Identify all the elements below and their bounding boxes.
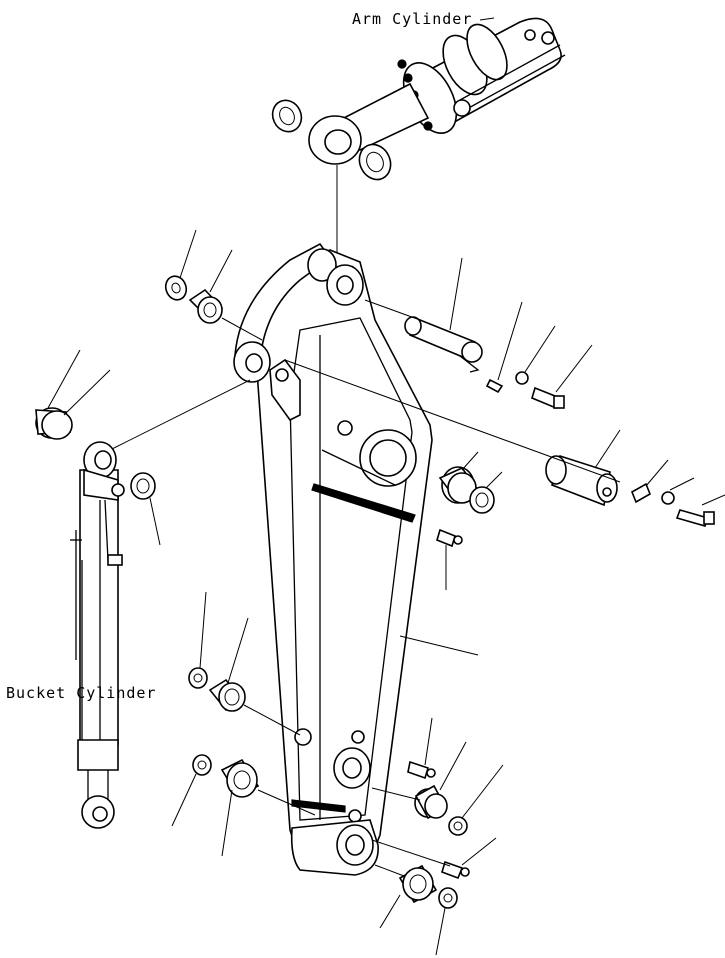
upper-pin-parts xyxy=(35,229,725,656)
bucket-cylinder-label: Bucket Cylinder xyxy=(6,684,156,702)
lower-pin-parts xyxy=(171,591,504,956)
arm-body xyxy=(233,242,433,876)
arm-cylinder-label: Arm Cylinder xyxy=(352,10,472,28)
bucket-cylinder xyxy=(70,441,161,829)
arm-cylinder xyxy=(271,17,566,258)
